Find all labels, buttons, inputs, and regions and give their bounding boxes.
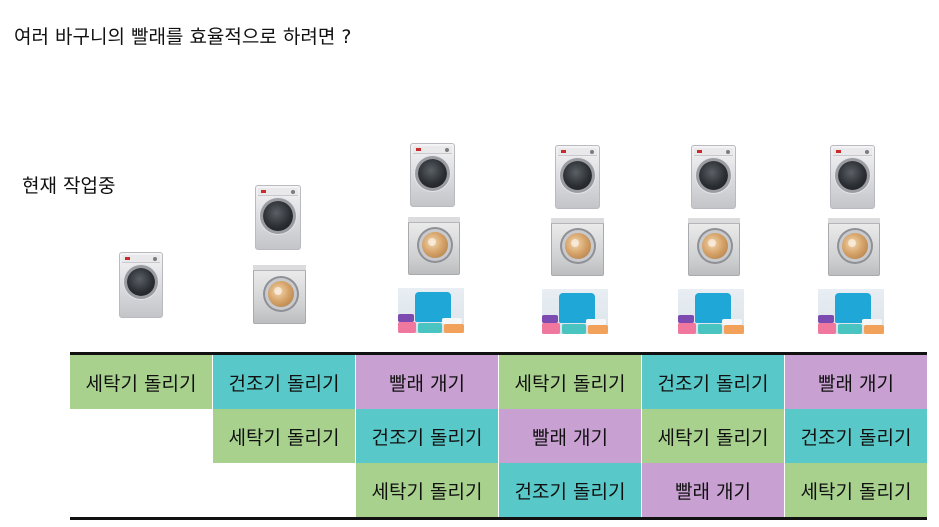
task-cell-wash: 세탁기 돌리기 — [70, 355, 212, 409]
table-top-rule — [70, 352, 927, 355]
task-cell-wash: 세탁기 돌리기 — [356, 463, 498, 517]
washing-machine-icon — [691, 145, 736, 209]
dryer-icon — [253, 265, 306, 324]
task-cell-wash: 세탁기 돌리기 — [213, 409, 355, 463]
dryer-icon — [408, 217, 460, 275]
task-cell-wash: 세탁기 돌리기 — [499, 355, 641, 409]
dryer-icon — [688, 218, 740, 276]
task-cell-dry: 건조기 돌리기 — [785, 409, 927, 463]
current-work-label: 현재 작업중 — [22, 175, 116, 197]
task-cell-dry: 건조기 돌리기 — [642, 355, 784, 409]
washing-machine-icon — [830, 145, 875, 209]
task-cell-fold: 빨래 개기 — [356, 355, 498, 409]
folded-laundry-icon — [542, 289, 608, 334]
table-bottom-rule — [70, 517, 927, 520]
task-cell-fold: 빨래 개기 — [499, 409, 641, 463]
washing-machine-icon — [255, 185, 301, 250]
folded-laundry-icon — [678, 289, 744, 334]
washing-machine-icon — [555, 145, 600, 209]
folded-laundry-icon — [818, 289, 884, 334]
task-cell-fold: 빨래 개기 — [785, 355, 927, 409]
task-cell-dry: 건조기 돌리기 — [213, 355, 355, 409]
task-cell-wash: 세탁기 돌리기 — [642, 409, 784, 463]
washing-machine-icon — [410, 143, 455, 207]
washing-machine-icon — [119, 252, 163, 318]
folded-laundry-icon — [398, 288, 464, 333]
task-cell-fold: 빨래 개기 — [642, 463, 784, 517]
task-cell-dry: 건조기 돌리기 — [499, 463, 641, 517]
task-cell-dry: 건조기 돌리기 — [356, 409, 498, 463]
task-cell-wash: 세탁기 돌리기 — [785, 463, 927, 517]
page-title: 여러 바구니의 빨래를 효율적으로 하려면 ? — [14, 26, 352, 48]
dryer-icon — [551, 218, 604, 276]
dryer-icon — [828, 218, 880, 276]
